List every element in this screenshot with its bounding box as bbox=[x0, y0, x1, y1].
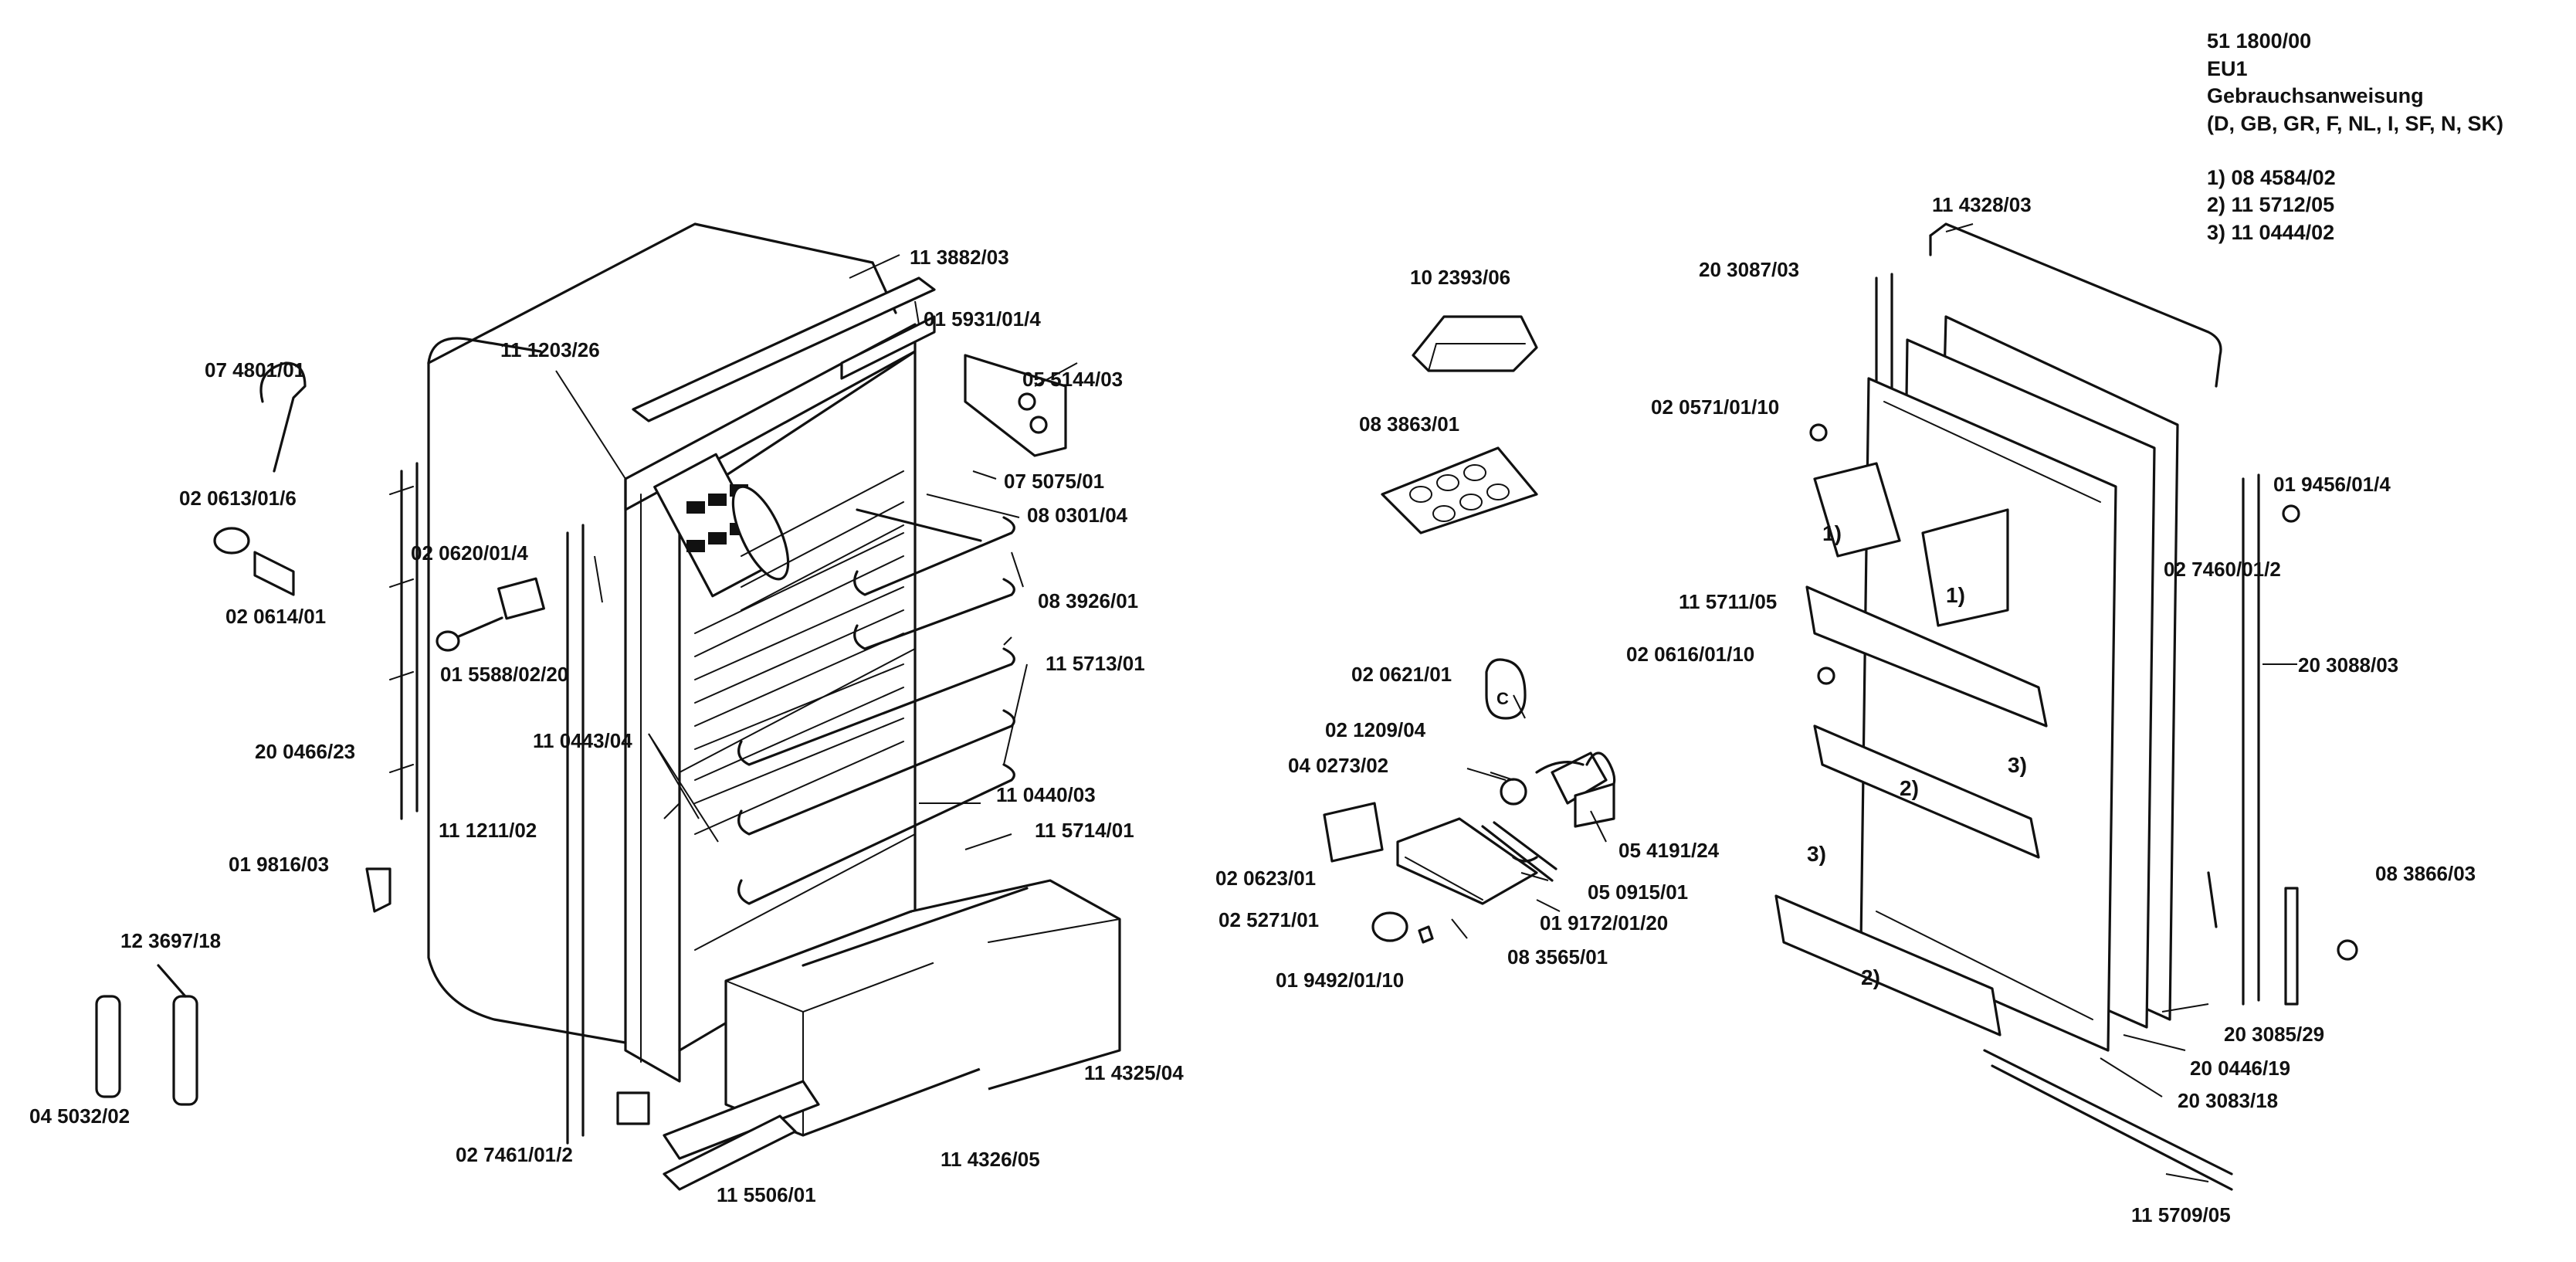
part-label: 11 1203/26 bbox=[500, 338, 600, 361]
part-label: 20 3083/18 bbox=[2178, 1089, 2279, 1112]
part-label: 11 3882/03 bbox=[910, 246, 1009, 269]
leader-lines bbox=[555, 223, 2297, 1182]
part-label: 02 0614/01 bbox=[225, 605, 327, 628]
part-label: 01 5588/02/20 bbox=[440, 663, 569, 686]
part-label: 11 0443/04 bbox=[533, 729, 632, 752]
part-label: 05 0915/01 bbox=[1588, 880, 1689, 904]
part-label: 11 5711/05 bbox=[1679, 590, 1778, 613]
part-label: 20 3088/03 bbox=[2298, 653, 2399, 677]
part-label: 11 5506/01 bbox=[717, 1183, 816, 1206]
part-label: 01 9172/01/20 bbox=[1540, 911, 1669, 935]
door-assembly bbox=[1774, 222, 2358, 1191]
part-label: 08 0301/04 bbox=[1027, 504, 1128, 527]
part-label: 20 3085/29 bbox=[2224, 1023, 2325, 1046]
svg-text:C: C bbox=[1496, 689, 1509, 708]
part-label: 01 9492/01/10 bbox=[1276, 969, 1405, 992]
part-label: 11 0440/03 bbox=[996, 783, 1096, 806]
part-label: 01 5931/01/4 bbox=[924, 307, 1041, 331]
accessory-parts: C bbox=[1323, 315, 1616, 944]
part-label: 11 4326/05 bbox=[941, 1148, 1040, 1171]
part-label: 02 7461/01/2 bbox=[456, 1143, 573, 1166]
note-1: 1) 08 4584/02 bbox=[2207, 165, 2336, 189]
part-label: 02 0613/01/6 bbox=[179, 487, 297, 510]
part-label: 20 0466/23 bbox=[255, 740, 356, 763]
part-label: 05 5144/03 bbox=[1022, 368, 1124, 391]
callout-3-lower: 3) bbox=[1807, 842, 1826, 866]
callout-1-right: 1) bbox=[1946, 583, 1965, 607]
part-label: 12 3697/18 bbox=[120, 929, 222, 952]
part-label: 01 9816/03 bbox=[229, 853, 330, 876]
part-label: 02 7460/01/2 bbox=[2164, 558, 2281, 581]
part-label: 08 3565/01 bbox=[1507, 945, 1608, 969]
part-label: 11 5713/01 bbox=[1046, 652, 1145, 675]
callout-2-lower: 2) bbox=[1861, 965, 1880, 989]
part-label: 11 4328/03 bbox=[1932, 193, 2032, 216]
part-label: 20 3087/03 bbox=[1699, 258, 1800, 281]
part-label: 07 4801/01 bbox=[205, 358, 306, 382]
part-label: 04 5032/02 bbox=[29, 1104, 130, 1128]
header-block: 51 1800/00 EU1 Gebrauchsanweisung (D, GB… bbox=[2207, 28, 2503, 246]
part-label: 02 0571/01/10 bbox=[1651, 395, 1780, 419]
cabinet-assembly bbox=[95, 222, 1121, 1191]
part-label: 08 3926/01 bbox=[1038, 589, 1139, 612]
callout-2-upper: 2) bbox=[1900, 776, 1919, 800]
part-label: 11 5714/01 bbox=[1035, 819, 1134, 842]
part-label: 02 0620/01/4 bbox=[411, 541, 528, 565]
part-label: 01 9456/01/4 bbox=[2273, 473, 2391, 496]
note-2: 2) 11 5712/05 bbox=[2207, 193, 2335, 217]
note-3: 3) 11 0444/02 bbox=[2207, 220, 2335, 244]
part-label: 07 5075/01 bbox=[1004, 470, 1105, 493]
model-number: 51 1800/00 bbox=[2207, 29, 2312, 53]
part-label: 02 1209/04 bbox=[1325, 718, 1426, 741]
part-label: 02 0616/01/10 bbox=[1626, 643, 1755, 666]
languages: (D, GB, GR, F, NL, I, SF, N, SK) bbox=[2207, 111, 2504, 135]
part-label: 02 0623/01 bbox=[1215, 867, 1317, 890]
part-label: 02 5271/01 bbox=[1219, 908, 1320, 931]
document-title: Gebrauchsanweisung bbox=[2207, 84, 2424, 108]
part-label: 11 5709/05 bbox=[2131, 1203, 2231, 1226]
part-label: 08 3866/03 bbox=[2375, 862, 2476, 885]
part-label: 10 2393/06 bbox=[1410, 266, 1511, 289]
part-label: 11 1211/02 bbox=[439, 819, 537, 842]
part-label: 04 0273/02 bbox=[1288, 754, 1389, 777]
variant: EU1 bbox=[2207, 56, 2248, 80]
part-label: 08 3863/01 bbox=[1359, 412, 1460, 436]
part-label: 11 4325/04 bbox=[1084, 1061, 1184, 1084]
callout-1-left: 1) bbox=[1822, 521, 1842, 545]
part-label: 05 4191/24 bbox=[1618, 839, 1720, 862]
part-label: 02 0621/01 bbox=[1351, 663, 1452, 686]
callout-3-upper: 3) bbox=[2008, 753, 2027, 777]
part-label: 20 0446/19 bbox=[2190, 1057, 2291, 1080]
